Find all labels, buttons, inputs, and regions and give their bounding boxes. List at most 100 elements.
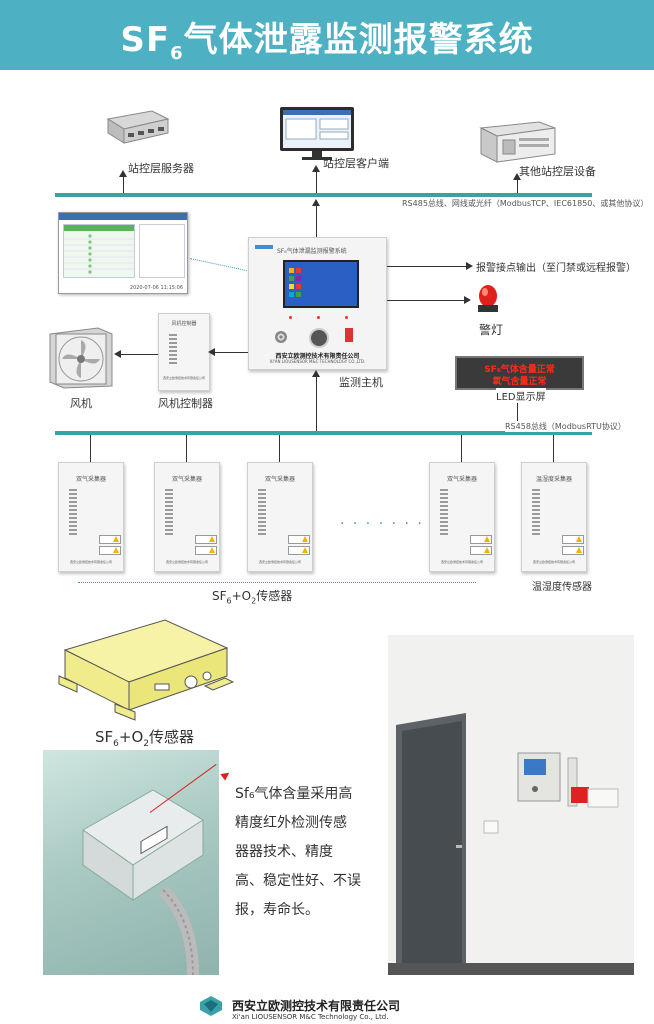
client-label: 站控层客户端 bbox=[323, 157, 389, 170]
sensor-caption: SF6+O2传感器 bbox=[95, 726, 194, 749]
arrowhead-server bbox=[119, 170, 127, 177]
footer-company-cn: 西安立欧测控技术有限责任公司 bbox=[232, 999, 401, 1013]
title-sub: 6 bbox=[170, 43, 184, 64]
arrow-fan bbox=[120, 354, 158, 355]
arrowhead-output bbox=[466, 262, 473, 270]
alarm-button[interactable] bbox=[345, 328, 353, 342]
collector-title: 双气采集器 bbox=[171, 476, 202, 483]
red-pointer-head bbox=[220, 769, 232, 781]
bus-drop-line bbox=[90, 435, 91, 462]
sensor-ellipsis: · · · · · · · bbox=[340, 516, 424, 532]
temp-humidity-collector: 温湿度采集器西安立欧测控技术有限责任公司 bbox=[521, 462, 587, 572]
gas-collector: 双气采集器西安立欧测控技术有限责任公司 bbox=[247, 462, 313, 572]
screen-time: 2020-07-06 11:15:06 bbox=[129, 285, 183, 291]
warning-label-icon bbox=[195, 546, 217, 555]
other-device-label: 其他站控层设备 bbox=[519, 165, 596, 178]
sensor-photo bbox=[43, 750, 219, 975]
host-panel-title: SF₆气体泄漏监测报警系统 bbox=[277, 248, 347, 255]
arrowhead-client bbox=[312, 165, 320, 172]
arrow-fanctrl bbox=[214, 352, 248, 353]
warning-label-icon bbox=[562, 546, 584, 555]
gas-collector: 双气采集器西安立欧测控技术有限责任公司 bbox=[154, 462, 220, 572]
fan-controller: 风机控制器 西安立欧测控技术有限责任公司 bbox=[158, 313, 210, 391]
arrow-client bbox=[316, 170, 317, 194]
title-sf: SF bbox=[120, 20, 171, 60]
gas-collector: 双气采集器西安立欧测控技术有限责任公司 bbox=[58, 462, 124, 572]
collector-company: 西安立欧测控技术有限责任公司 bbox=[165, 560, 208, 564]
arrowhead-other bbox=[513, 173, 521, 180]
server-device bbox=[100, 105, 170, 147]
led-label: LED显示屏 bbox=[496, 388, 546, 403]
arrowhead-lamp bbox=[464, 296, 471, 304]
sg-sub1: 6 bbox=[226, 596, 232, 606]
led-text-1: SF₆气体含量正常 bbox=[484, 365, 555, 375]
warning-label-icon bbox=[99, 546, 121, 555]
monitor-host: SF₆气体泄漏监测报警系统 西安立欧测控技术有限责任公司 XI'AN LIOUS… bbox=[248, 237, 387, 370]
sg-sub2: 2 bbox=[251, 596, 257, 606]
warning-label-icon bbox=[562, 535, 584, 544]
collector-title: 双气采集器 bbox=[446, 476, 477, 483]
host-company-cn: 西安立欧测控技术有限责任公司 bbox=[275, 353, 360, 360]
lamp-label: 警灯 bbox=[479, 323, 504, 337]
gas-collector: 双气采集器西安立欧测控技术有限责任公司 bbox=[429, 462, 495, 572]
arrow-server bbox=[123, 175, 124, 194]
warning-lamp-icon bbox=[477, 284, 499, 314]
fan-ctrl-title: 风机控制器 bbox=[171, 321, 197, 327]
warning-label-icon bbox=[195, 535, 217, 544]
screen-titlebar bbox=[59, 213, 187, 220]
sensor-illustration bbox=[55, 612, 240, 727]
knob-button[interactable] bbox=[309, 328, 329, 348]
desc-line: 高、稳定性好、不误 bbox=[235, 873, 361, 889]
sg-sf: SF bbox=[212, 589, 227, 603]
fan-ctrl-label: 风机控制器 bbox=[158, 397, 213, 410]
sc-mid: +O bbox=[118, 728, 144, 746]
arrowhead-host-bottom bbox=[312, 370, 320, 377]
sensor-description: Sf₆气体含量采用高 精度红外检测传感 器器技术、精度 高、稳定性好、不误 报，… bbox=[235, 780, 380, 925]
arrow-output bbox=[387, 266, 467, 267]
collector-title: 双气采集器 bbox=[75, 476, 106, 483]
output-label: 报警接点输出（至门禁或远程报警） bbox=[476, 263, 636, 274]
temp-sensor-label: 温湿度传感器 bbox=[532, 582, 592, 593]
sg-rest: 传感器 bbox=[256, 589, 293, 603]
desc-line: 器器技术、精度 bbox=[235, 844, 333, 860]
led-indicator bbox=[345, 316, 348, 319]
header-banner bbox=[0, 0, 654, 70]
screen-panel bbox=[139, 224, 185, 278]
collector-company: 西安立欧测控技术有限责任公司 bbox=[532, 560, 575, 564]
fan-ctrl-company: 西安立欧测控技术有限责任公司 bbox=[162, 376, 205, 380]
bus-drop-line bbox=[186, 435, 187, 462]
page-title: SF6气体泄露监测报警系统 bbox=[0, 12, 654, 64]
sc-sf: SF bbox=[95, 728, 114, 746]
screen-table bbox=[63, 224, 135, 278]
client-computer bbox=[278, 105, 356, 161]
warning-label-icon bbox=[470, 546, 492, 555]
led-text-2: 氧气含量正常 bbox=[492, 377, 547, 387]
warning-label-icon bbox=[99, 535, 121, 544]
host-touchscreen bbox=[283, 260, 359, 308]
collector-company: 西安立欧测控技术有限责任公司 bbox=[69, 560, 112, 564]
field-bus-label: RS458总线（ModbusRTU协议） bbox=[505, 421, 626, 432]
arrow-other bbox=[517, 178, 518, 194]
monitor-screen: 2020-07-06 11:15:06 bbox=[58, 212, 188, 294]
dotted-link-screen bbox=[189, 258, 247, 272]
top-bus bbox=[55, 193, 592, 197]
sensor-group-label: SF6+O2传感器 bbox=[212, 587, 292, 605]
sg-mid: +O bbox=[231, 589, 252, 603]
warning-label-icon bbox=[288, 546, 310, 555]
arrow-lamp bbox=[387, 300, 465, 301]
arrowhead-fanctrl bbox=[208, 348, 215, 356]
host-company-en: XI'AN LIOUSENSOR M&C TECHNOLOGY CO.,LTD. bbox=[269, 359, 366, 364]
arrow-host-bottom bbox=[316, 376, 317, 431]
server-label: 站控层服务器 bbox=[128, 162, 194, 175]
sc-rest: 传感器 bbox=[149, 728, 195, 746]
collector-title: 温湿度采集器 bbox=[535, 476, 572, 483]
fan-label: 风机 bbox=[70, 397, 92, 410]
sensor-group-line bbox=[78, 582, 476, 583]
desc-line: 报，寿命长。 bbox=[235, 902, 319, 918]
bus-drop-line bbox=[279, 435, 280, 462]
sc-sub2: 2 bbox=[143, 739, 149, 749]
arrowhead-fan bbox=[114, 350, 121, 358]
arrowhead-host-top bbox=[312, 199, 320, 206]
led-display: SF₆气体含量正常 氧气含量正常 bbox=[455, 356, 584, 390]
collector-company: 西安立欧测控技术有限责任公司 bbox=[440, 560, 483, 564]
